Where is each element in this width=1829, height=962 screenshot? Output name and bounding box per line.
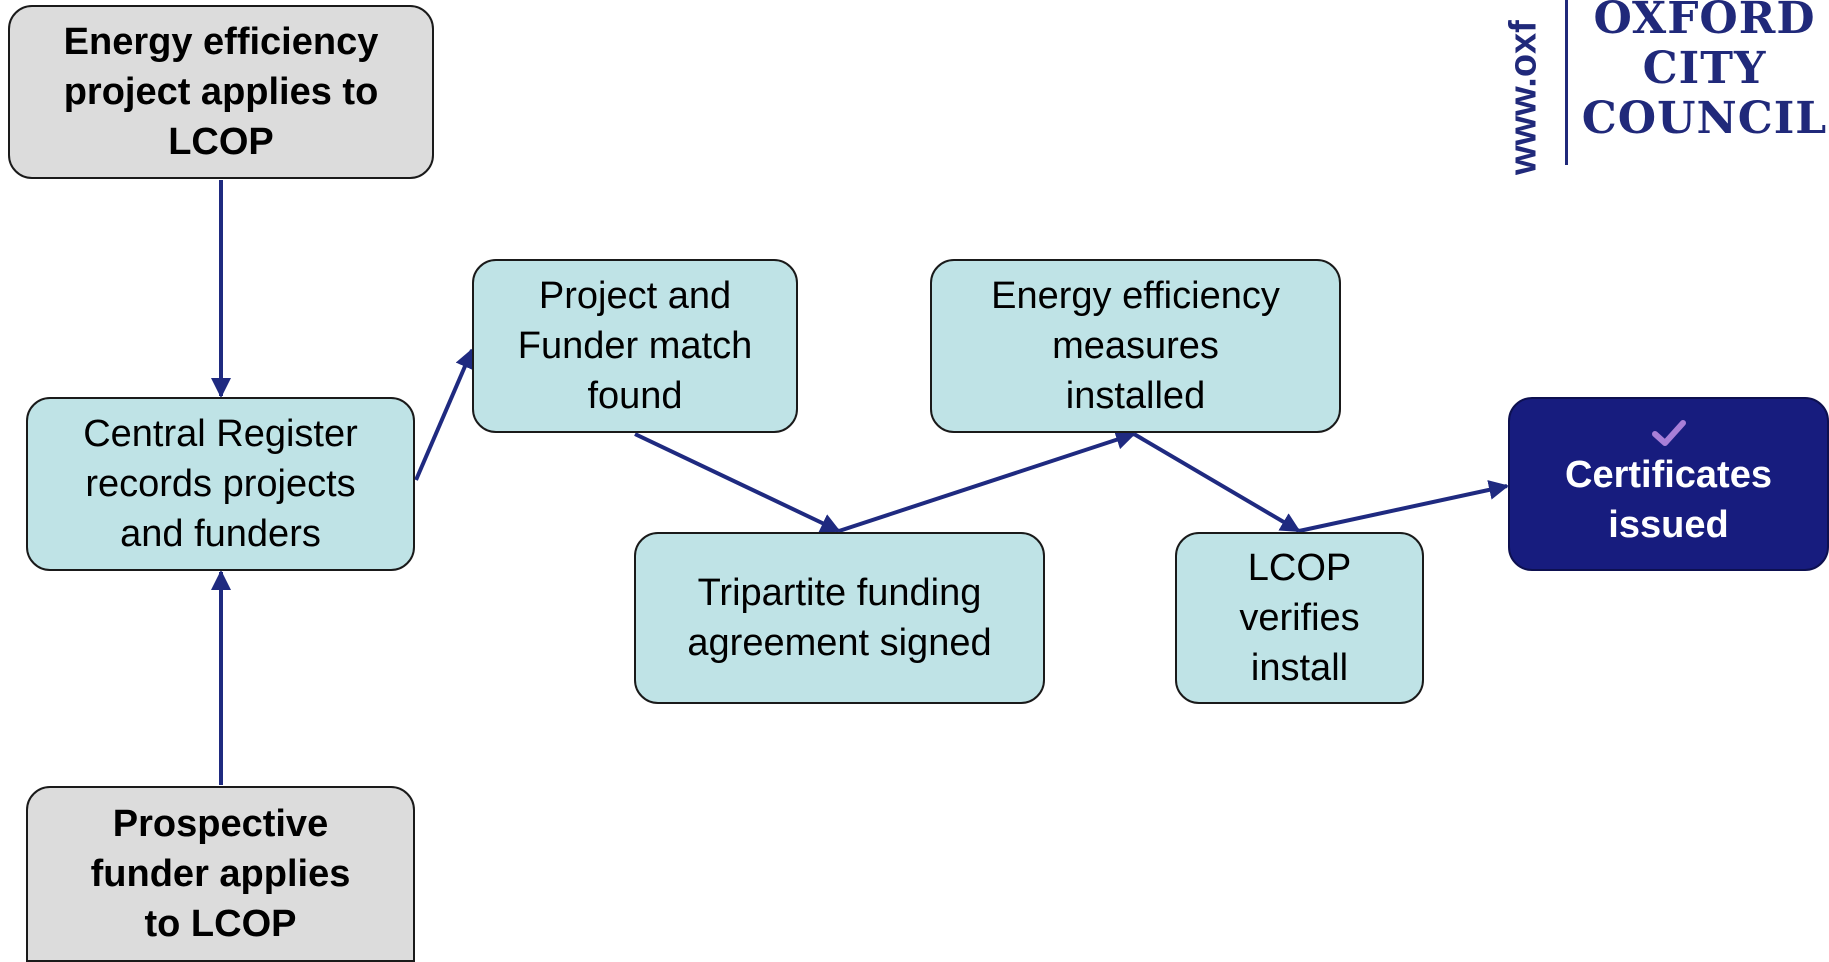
node-tripartite-agreement: Tripartite funding agreement signed — [634, 532, 1045, 704]
checkmark-icon — [1651, 420, 1686, 446]
node-measures-installed: Energy efficiency measures installed — [930, 259, 1341, 433]
arrow-match-to-tripartite — [634, 432, 841, 533]
logo-website-text: www.oxf — [1502, 20, 1545, 175]
node-central-register: Central Register records projects and fu… — [26, 397, 415, 571]
arrow-measures-to-verify — [1132, 432, 1301, 533]
arrow-register-to-match — [414, 348, 475, 481]
node-energy-project-applies: Energy efficiency project applies to LCO… — [8, 5, 434, 179]
node-match-found: Project and Funder match found — [472, 259, 798, 433]
arrow-verify-to-certificates — [1298, 480, 1509, 533]
oxford-city-council-logo: OXFORD CITY COUNCIL — [1581, 0, 1828, 144]
node-prospective-funder: Prospective funder applies to LCOP — [26, 786, 415, 962]
logo-divider — [1565, 0, 1568, 165]
node-certificates-issued: Certificates issued — [1508, 397, 1829, 571]
arrow-tripartite-to-measures — [838, 430, 1136, 533]
node-lcop-verifies: LCOP verifies install — [1175, 532, 1424, 704]
